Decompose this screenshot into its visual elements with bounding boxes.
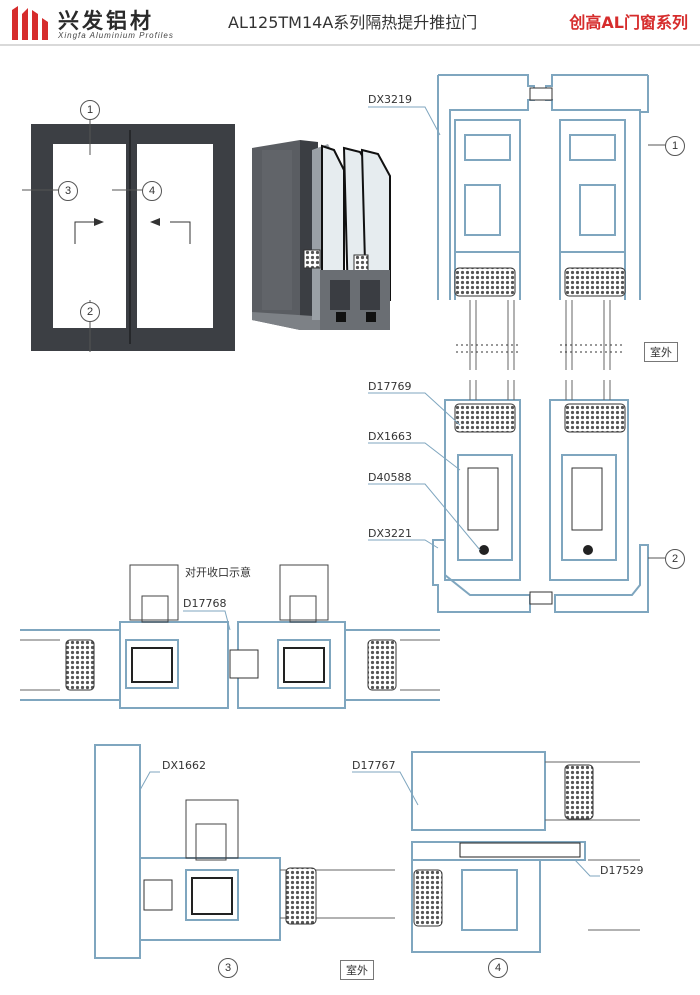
jamb-section bbox=[94, 744, 360, 959]
callout-1-section: 1 bbox=[665, 136, 685, 156]
callout-3-elevation: 3 bbox=[58, 181, 78, 201]
header-divider bbox=[0, 44, 700, 46]
part-label-dx1663: DX1663 bbox=[368, 430, 412, 443]
door-elevation bbox=[22, 120, 235, 352]
page-title: AL125TM14A系列隔热提升推拉门 bbox=[228, 13, 478, 32]
brand-name-cn: 兴发铝材 bbox=[58, 9, 154, 33]
jamb-gaskets bbox=[143, 867, 317, 925]
leader-lines bbox=[139, 106, 600, 877]
vertical-section bbox=[432, 74, 649, 613]
callout-2-section: 2 bbox=[665, 549, 685, 569]
interlock-gaskets bbox=[413, 764, 594, 927]
part-label-d17768: D17768 bbox=[183, 597, 227, 610]
callout-1-elevation: 1 bbox=[80, 100, 100, 120]
part-label-dx3219: DX3219 bbox=[368, 93, 412, 106]
exterior-tag-top: 室外 bbox=[644, 342, 678, 362]
part-label-dx1662: DX1662 bbox=[162, 759, 206, 772]
part-label-d40588: D40588 bbox=[368, 471, 412, 484]
interlock-section bbox=[360, 751, 640, 953]
part-label-d17767: D17767 bbox=[352, 759, 396, 772]
profile-3d-render bbox=[252, 140, 391, 330]
callout-2-elevation: 2 bbox=[80, 302, 100, 322]
vertical-section-gaskets bbox=[454, 267, 626, 555]
meeting-stile-section bbox=[20, 564, 440, 709]
part-label-dx3221: DX3221 bbox=[368, 527, 412, 540]
brand-name-en: Xingfa Aluminium Profiles bbox=[58, 31, 174, 40]
exterior-tag-bottom: 室外 bbox=[340, 960, 374, 980]
part-label-d17529: D17529 bbox=[600, 864, 644, 877]
meeting-stile-note: 对开收口示意 bbox=[185, 566, 251, 579]
callout-leaders bbox=[648, 144, 665, 559]
part-label-d17769: D17769 bbox=[368, 380, 412, 393]
xingfa-logo-icon bbox=[12, 6, 48, 40]
callout-4-section: 4 bbox=[488, 958, 508, 978]
series-name: 创高AL门窗系列 bbox=[569, 13, 688, 32]
brand-logo: 兴发铝材 Xingfa Aluminium Profiles bbox=[6, 4, 196, 42]
meeting-stile-gaskets bbox=[65, 639, 397, 691]
page-header: 兴发铝材 Xingfa Aluminium Profiles AL125TM14… bbox=[0, 0, 700, 44]
callout-3-section: 3 bbox=[218, 958, 238, 978]
callout-4-elevation: 4 bbox=[142, 181, 162, 201]
